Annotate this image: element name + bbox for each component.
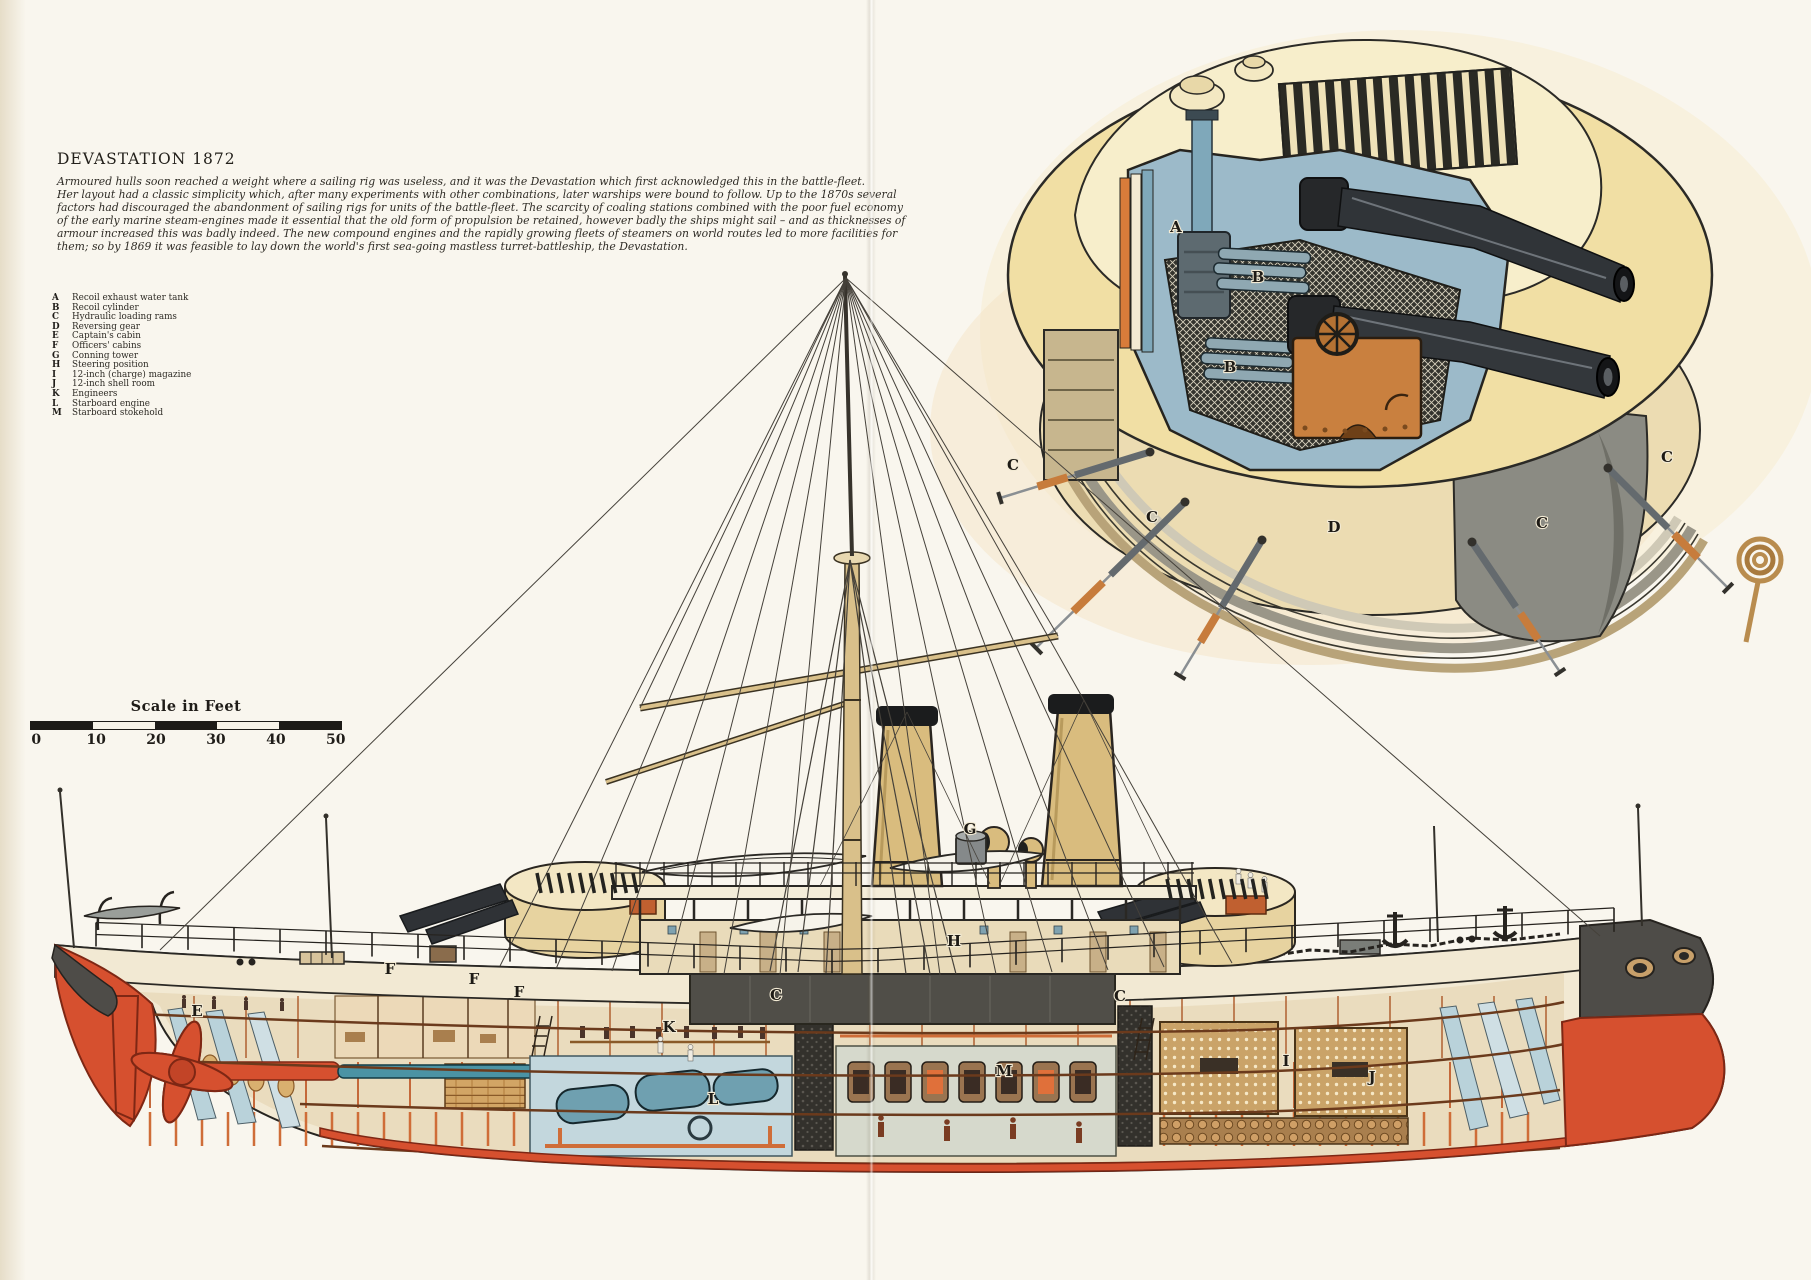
legend-label: Captain's cabin <box>72 331 141 341</box>
recoil-cylinders-lower <box>1200 337 1298 383</box>
aft-turret <box>400 862 665 958</box>
funnel-cap <box>876 706 938 726</box>
stern-boat <box>84 906 180 918</box>
caption-line: of the early marine steam-engines made i… <box>57 214 757 227</box>
caption-line: Her layout had a classic simplicity whic… <box>57 188 757 201</box>
ship-label-F3: F <box>514 983 525 1001</box>
armour-belt <box>690 974 1115 1024</box>
inset-label-C3: C <box>1536 514 1548 532</box>
scale-tick: 50 <box>326 732 345 748</box>
coal-bunker <box>795 1014 833 1150</box>
boiler-fronts <box>848 1062 1096 1102</box>
inset-label-D: D <box>1327 518 1340 536</box>
ship-label-K: K <box>662 1018 676 1036</box>
page-title: DEVASTATION 1872 <box>57 150 757 168</box>
armour-section-stripes <box>1120 170 1153 352</box>
legend-label: Starboard stokehold <box>72 408 163 418</box>
ship-label-C2: C <box>1114 987 1126 1005</box>
inset-label-C4: C <box>1661 448 1673 466</box>
shell-room <box>1160 1118 1408 1144</box>
legend-label: Officers' cabins <box>72 341 141 351</box>
scale-tick: 30 <box>206 732 225 748</box>
scale-tick: 40 <box>266 732 285 748</box>
scale-segment <box>217 722 279 729</box>
scale-segment <box>279 722 341 729</box>
inset-label-C2: C <box>1146 508 1158 526</box>
legend-label: Conning tower <box>72 351 138 361</box>
caption-paragraph: Armoured hulls soon reached a weight whe… <box>57 175 757 254</box>
ship-label-J: J <box>1366 1068 1375 1086</box>
scale-bar-ticks: 0 10 20 30 40 50 <box>30 732 342 750</box>
ship-label-E: E <box>191 1002 202 1020</box>
legend-label: Recoil exhaust water tank <box>72 293 188 303</box>
scale-segment <box>155 722 217 729</box>
scale-bar: Scale in Feet 0 10 20 30 40 50 <box>30 698 342 750</box>
coal-bunker <box>1118 1006 1152 1146</box>
base-armour-block <box>1044 330 1118 480</box>
inset-label-A: A <box>1169 218 1182 236</box>
legend-label: Reversing gear <box>72 322 140 332</box>
caption-line: Armoured hulls soon reached a weight whe… <box>57 175 757 188</box>
scale-bar-ruler <box>30 721 342 730</box>
ship-label-F1: F <box>385 960 396 978</box>
scale-tick: 0 <box>31 732 41 748</box>
caption-line: armour increased this was badly indeed. … <box>57 227 757 240</box>
scale-tick: 20 <box>146 732 165 748</box>
parts-legend: ARecoil exhaust water tank BRecoil cylin… <box>52 294 191 419</box>
ship-label-F2: F <box>469 970 480 988</box>
scale-segment <box>93 722 155 729</box>
legend-label: 12-inch (charge) magazine <box>72 370 191 380</box>
ship-label-G: G <box>964 820 977 838</box>
inset-label-C1: C <box>1007 456 1019 474</box>
scale-tick: 10 <box>86 732 105 748</box>
caption-line: factors had discouraged the abandonment … <box>57 201 757 214</box>
legend-label: Recoil cylinder <box>72 303 139 313</box>
legend-key: M <box>52 409 72 419</box>
ship-label-L: L <box>708 1090 719 1108</box>
legend-item: MStarboard stokehold <box>52 409 191 419</box>
legend-label: Steering position <box>72 360 149 370</box>
legend-label: Hydraulic loading rams <box>72 312 177 322</box>
ram-bow-red <box>1562 1014 1724 1146</box>
rope-coil <box>1739 539 1781 642</box>
flying-deck <box>612 886 1196 899</box>
caption-line: them; so by 1869 it was feasible to lay … <box>57 240 757 253</box>
funnel-cap <box>1048 694 1114 714</box>
ship-label-M: M <box>996 1062 1013 1080</box>
caption-block: DEVASTATION 1872 Armoured hulls soon rea… <box>57 150 757 254</box>
page-gutter-fold <box>866 0 876 1280</box>
ship-label-H: H <box>947 932 961 950</box>
scale-segment <box>31 722 93 729</box>
turret-inset-illustration <box>930 30 1811 679</box>
scale-bar-title: Scale in Feet <box>30 698 342 715</box>
flying-deck-posts <box>640 899 1180 920</box>
ship-label-I: I <box>1282 1052 1289 1070</box>
ship-label-C1: C <box>770 986 782 1004</box>
legend-label: Starboard engine <box>72 399 150 409</box>
inset-label-B1: B <box>1252 268 1265 286</box>
legend-label: 12-inch shell room <box>72 379 155 389</box>
legend-label: Engineers <box>72 389 117 399</box>
inset-label-B2: B <box>1224 358 1237 376</box>
